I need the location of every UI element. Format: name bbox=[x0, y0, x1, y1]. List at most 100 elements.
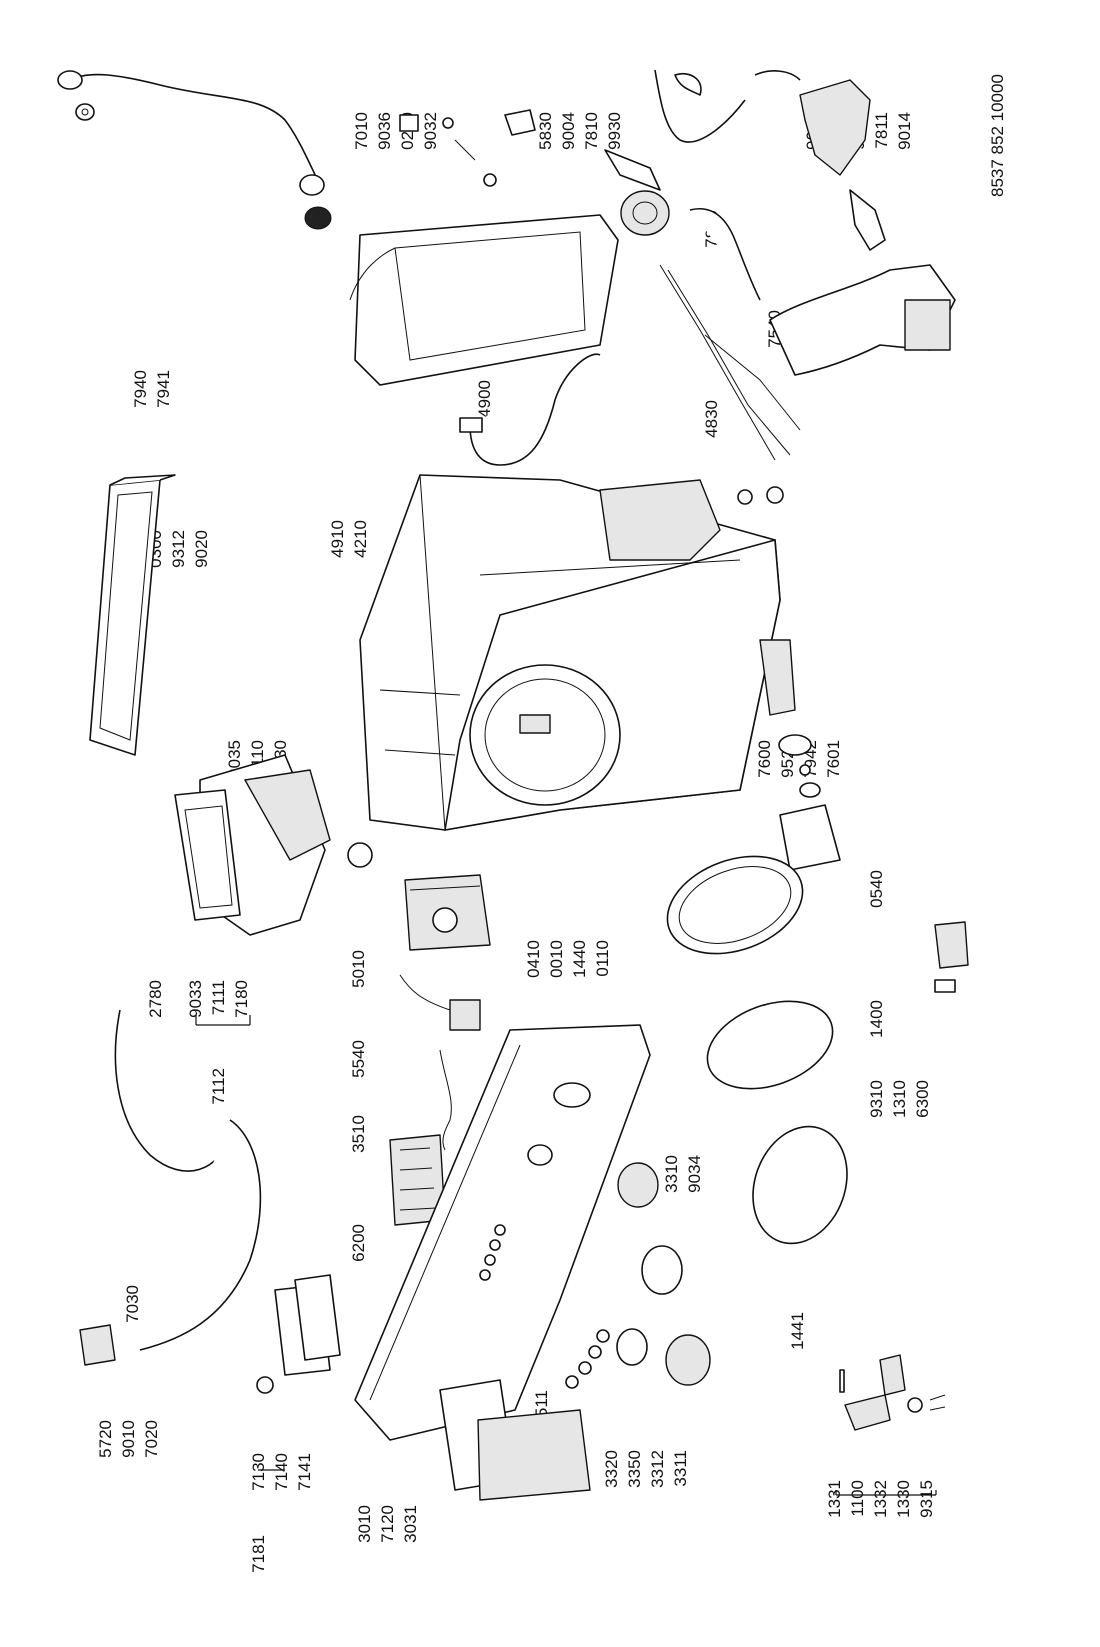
part-label-1310: 1310 bbox=[890, 1080, 909, 1118]
document-number: 8537 852 10000 bbox=[988, 74, 1007, 197]
wire-3510 bbox=[439, 1049, 452, 1151]
part-label-7120: 7120 bbox=[378, 1505, 397, 1543]
part-label-9312: 9312 bbox=[169, 530, 188, 568]
door-1441 bbox=[752, 1125, 848, 1245]
part-label-7010: 7010 bbox=[352, 112, 371, 150]
pump-4300 bbox=[754, 70, 871, 176]
part-label-4210: 4210 bbox=[351, 520, 370, 558]
part-label-3031: 3031 bbox=[401, 1505, 420, 1543]
part-label-1440: 1440 bbox=[570, 940, 589, 978]
dispenser-lid-7111 bbox=[174, 789, 241, 921]
part-label-4910: 4910 bbox=[328, 520, 347, 558]
door-lock-6300 bbox=[934, 921, 969, 993]
tube-7600 bbox=[759, 639, 821, 798]
part-label-3320: 3320 bbox=[602, 1450, 621, 1488]
hose-7830 bbox=[689, 208, 761, 301]
part-label-4830: 4830 bbox=[702, 400, 721, 438]
part-label-9020: 9020 bbox=[192, 530, 211, 568]
valve-5720 bbox=[79, 1324, 116, 1366]
part-label-0410: 0410 bbox=[524, 940, 543, 978]
part-label-3010: 3010 bbox=[355, 1505, 374, 1543]
part-label-9010: 9010 bbox=[119, 1420, 138, 1458]
part-label-7111: 7111 bbox=[209, 980, 228, 1015]
console-3010 bbox=[354, 1024, 651, 1441]
part-label-3510: 3510 bbox=[349, 1115, 368, 1153]
part-label-9014: 9014 bbox=[895, 112, 914, 150]
part-label-5010: 5010 bbox=[349, 950, 368, 988]
panel-0540 bbox=[779, 804, 841, 871]
part-label-5540: 5540 bbox=[349, 1040, 368, 1078]
part-label-1332: 1332 bbox=[871, 1480, 890, 1518]
part-label-9036: 9036 bbox=[375, 112, 394, 150]
heater-5540 bbox=[399, 974, 481, 1031]
cabinet-0010 bbox=[359, 474, 781, 831]
tray-7140 bbox=[256, 1274, 341, 1394]
part-label-3311: 3311 bbox=[671, 1450, 690, 1487]
part-label-3350: 3350 bbox=[625, 1450, 644, 1488]
motor-4200 bbox=[599, 479, 784, 561]
door-seal-1440 bbox=[666, 855, 804, 955]
part-label-9034: 9034 bbox=[685, 1155, 704, 1193]
hose-7811 bbox=[849, 189, 886, 251]
knob-3310 bbox=[617, 1162, 659, 1208]
part-label-5720: 5720 bbox=[96, 1420, 115, 1458]
part-label-7940: 7940 bbox=[131, 370, 150, 408]
part-label-9310: 9310 bbox=[867, 1080, 886, 1118]
part-label-7180: 7180 bbox=[232, 980, 251, 1018]
inlet-hose-7010 bbox=[57, 70, 325, 196]
part-label-1100: 1100 bbox=[848, 1480, 867, 1517]
part-label-5830: 5830 bbox=[536, 112, 555, 150]
part-label-7030: 7030 bbox=[123, 1285, 142, 1323]
part-label-0010: 0010 bbox=[547, 940, 566, 978]
clip-9930 bbox=[674, 73, 702, 96]
part-label-7601: 7601 bbox=[824, 740, 843, 778]
cap-3350 bbox=[616, 1328, 648, 1366]
top-cover-0300 bbox=[89, 474, 176, 756]
part-label-7112: 7112 bbox=[209, 1068, 228, 1105]
bracket-9004 bbox=[604, 149, 661, 191]
screws-9036-9032 bbox=[399, 109, 536, 187]
wiring-harness-4830 bbox=[659, 264, 801, 461]
mains-cable-4900 bbox=[459, 353, 601, 466]
part-label-4900: 4900 bbox=[475, 380, 494, 418]
module-5010 bbox=[404, 874, 491, 951]
filter-7941 bbox=[304, 206, 332, 230]
hose-7810 bbox=[654, 69, 746, 143]
part-label-7811: 7811 bbox=[872, 112, 891, 149]
part-label-7181: 7181 bbox=[249, 1535, 268, 1573]
inlet-hose-7020 bbox=[139, 1119, 262, 1351]
drawer-7120 bbox=[439, 1379, 591, 1501]
part-label-9315: 9315 bbox=[917, 1480, 936, 1518]
drain-hose-7030 bbox=[114, 1009, 231, 1172]
part-label-1441: 1441 bbox=[788, 1312, 807, 1350]
part-label-0110: 0110 bbox=[593, 940, 612, 977]
part-label-9004: 9004 bbox=[559, 112, 578, 150]
part-label-0540: 0540 bbox=[867, 870, 886, 908]
part-label-1330: 1330 bbox=[894, 1480, 913, 1518]
washer-7940 bbox=[75, 103, 95, 121]
part-label-7130: 7130 bbox=[249, 1453, 268, 1491]
part-label-7020: 7020 bbox=[142, 1420, 161, 1458]
part-label-6200: 6200 bbox=[349, 1224, 368, 1262]
sump-4320 bbox=[769, 264, 956, 376]
part-label-7600: 7600 bbox=[755, 740, 774, 778]
part-label-9032: 9032 bbox=[421, 112, 440, 150]
part-label-2780: 2780 bbox=[146, 980, 165, 1018]
part-label-1400: 1400 bbox=[867, 1000, 886, 1038]
handle-1100 bbox=[839, 1354, 946, 1431]
part-label-9033: 9033 bbox=[186, 980, 205, 1018]
rear-panel-0240 bbox=[349, 214, 619, 386]
ring-3312 bbox=[641, 1245, 683, 1295]
part-label-6300: 6300 bbox=[913, 1080, 932, 1118]
buttons-3320 bbox=[565, 1329, 610, 1389]
part-label-7140: 7140 bbox=[272, 1453, 291, 1491]
knob-3311 bbox=[665, 1334, 711, 1386]
clamp-ring-1400 bbox=[706, 1000, 834, 1090]
part-label-3310: 3310 bbox=[662, 1155, 681, 1193]
part-label-3312: 3312 bbox=[648, 1450, 667, 1488]
part-label-7810: 7810 bbox=[582, 112, 601, 150]
part-label-9930: 9930 bbox=[605, 112, 624, 150]
part-label-7141: 7141 bbox=[295, 1453, 314, 1491]
part-label-7941: 7941 bbox=[154, 370, 173, 408]
